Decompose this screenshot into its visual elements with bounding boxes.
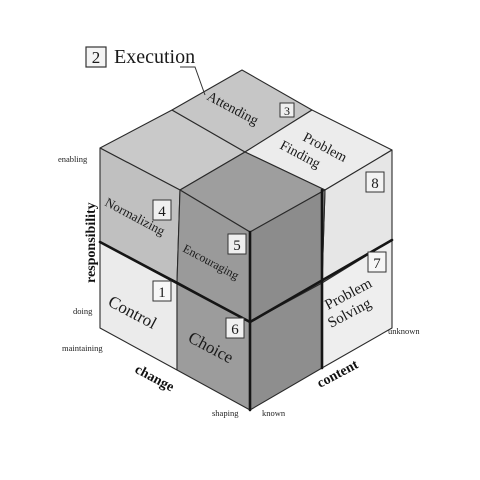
doing-label: doing xyxy=(73,306,93,316)
title-number: 2 xyxy=(92,48,101,67)
title-leader-line xyxy=(180,66,206,96)
known-label: known xyxy=(262,408,286,418)
cell-8-number-box xyxy=(365,171,385,193)
unknown-label: unknown xyxy=(388,326,420,336)
choice-number: 6 xyxy=(231,322,239,338)
responsibility-axis-label: responsibility xyxy=(84,202,99,283)
attending-number-box xyxy=(279,102,295,118)
cell-8-number: 8 xyxy=(371,176,379,192)
problem-solving-number-box xyxy=(367,251,387,273)
control-number: 1 xyxy=(158,285,166,301)
attending-number: 3 xyxy=(284,104,290,118)
encouraging-number: 5 xyxy=(233,238,241,254)
normalizing-number-box xyxy=(152,199,172,221)
normalizing-number: 4 xyxy=(158,204,166,220)
choice-number-box xyxy=(225,317,245,339)
title-text: Execution xyxy=(114,46,195,68)
title-number-box xyxy=(85,46,107,68)
problem-solving-number: 7 xyxy=(373,256,381,272)
enabling-label: enabling xyxy=(58,154,88,164)
control-number-box xyxy=(152,280,172,302)
change-axis-label: change xyxy=(132,362,176,395)
maintaining-label: maintaining xyxy=(62,343,103,353)
shaping-label: shaping xyxy=(212,408,239,418)
encouraging-number-box xyxy=(227,233,247,255)
